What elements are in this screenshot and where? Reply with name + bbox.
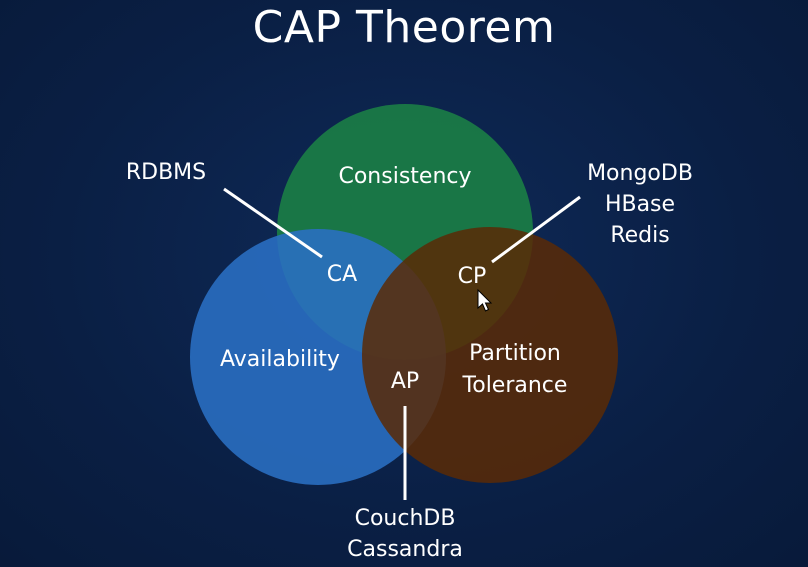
cp-connector-line (491, 195, 581, 264)
availability-label: Availability (220, 347, 340, 372)
mouse-cursor-icon (477, 288, 493, 312)
ap-label: AP (390, 369, 420, 394)
consistency-label: Consistency (338, 164, 472, 189)
rdbms-connector-line (223, 187, 323, 259)
ap-examples: CouchDB Cassandra (347, 506, 463, 562)
ca-label: CA (326, 262, 358, 287)
cp-examples: MongoDB HBase Redis (587, 161, 693, 248)
partition-tolerance-label: Partition Tolerance (462, 341, 568, 398)
slide-title: CAP Theorem (252, 2, 556, 53)
partition-tolerance-circle (362, 227, 618, 483)
rdbms-example: RDBMS (125, 160, 207, 185)
cp-label: CP (457, 264, 487, 289)
